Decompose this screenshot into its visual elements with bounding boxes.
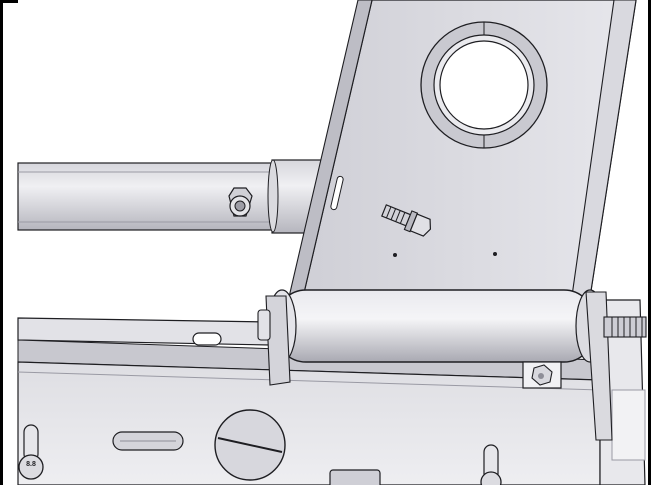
- square-nut: [522, 361, 562, 389]
- viewport-border-top-left: [0, 0, 18, 3]
- bolt-grade-label: 8.8: [26, 461, 36, 468]
- inclined-arm: [285, 0, 637, 311]
- arm-bolt: [381, 204, 432, 237]
- viewport-border-right: [648, 0, 651, 485]
- viewport-border-left: [0, 0, 3, 485]
- base-bolt-right: [480, 444, 502, 485]
- tube-nut: [228, 187, 253, 217]
- hinge-barrel: [257, 289, 647, 441]
- base-bolt-left: [18, 424, 44, 480]
- base-bracket: [17, 299, 646, 485]
- horizontal-tube: [17, 159, 339, 234]
